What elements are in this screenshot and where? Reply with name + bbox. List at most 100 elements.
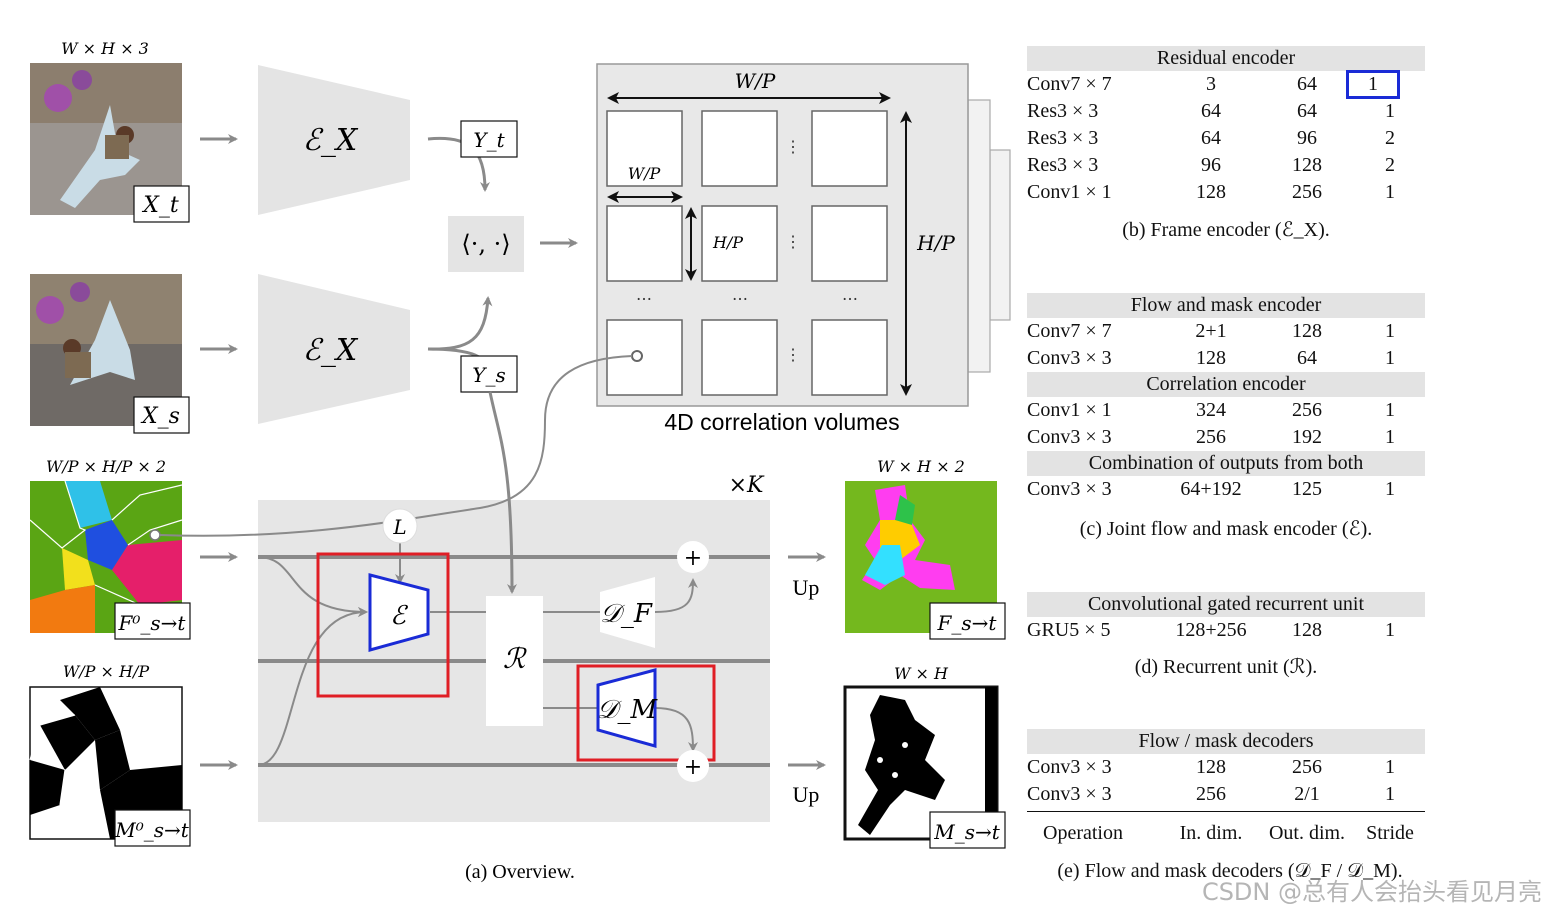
frame-encoder-table: Residual encoder Conv7 × 7 3 64 1 Res3 ×… <box>1027 46 1425 206</box>
dots-h-2: … <box>732 285 748 304</box>
table-row: Conv7 × 7 3 64 1 <box>1027 70 1425 99</box>
table-cell: Conv7 × 7 <box>1027 320 1112 342</box>
mask-init-dim-label: W/P × H/P <box>63 662 150 681</box>
mask-output-dim-label: W × H <box>894 664 949 683</box>
table-cell: 3 <box>1206 73 1216 95</box>
table-cell: 1 <box>1385 478 1395 500</box>
recurrent-title: Convolutional gated recurrent unit <box>1027 592 1425 617</box>
xs-label: X_s <box>140 404 180 429</box>
inner-product-box: ⟨·, ·⟩ <box>448 216 524 272</box>
lookup-label: L <box>392 515 406 539</box>
ys-label: Y_s <box>472 363 505 387</box>
table-row: Conv1 × 1 324 256 1 <box>1027 397 1425 424</box>
table-cell: Res3 × 3 <box>1027 154 1099 176</box>
overview-caption: (a) Overview. <box>465 861 575 883</box>
flow-init-label: F⁰_s→t <box>118 611 187 635</box>
table-row: Conv3 × 3 128 256 1 <box>1027 754 1425 781</box>
frame-encoder-top: ℰ_X <box>258 65 410 215</box>
mask-decoder-label: 𝒟_M <box>597 695 659 725</box>
table-row: Res3 × 3 96 128 2 <box>1027 152 1425 179</box>
table-cell: 324 <box>1196 399 1226 421</box>
repeat-k-label: ×K <box>729 473 765 498</box>
frame-encoder-title: Residual encoder <box>1027 46 1425 71</box>
yt-label: Y_t <box>473 128 505 152</box>
table-cell: 64 <box>1297 100 1317 122</box>
table-cell: 128 <box>1196 347 1226 369</box>
cell-height-label: H/P <box>712 233 743 252</box>
yt-box: Y_t <box>460 120 518 158</box>
decoders-caption: (e) Flow and mask decoders (𝒟_F / 𝒟_M). <box>1057 860 1403 882</box>
frame-encoder-caption: (b) Frame encoder (ℰ_X). <box>1122 219 1330 241</box>
table-cell: 96 <box>1201 154 1221 176</box>
table-cell: 2 <box>1385 154 1395 176</box>
table-cell: 1 <box>1385 756 1395 778</box>
table-cell: GRU5 × 5 <box>1027 619 1111 641</box>
table-cell: 1 <box>1385 347 1395 369</box>
column-header-row: Operation In. dim. Out. dim. Stride <box>1027 820 1425 847</box>
output-arrows <box>788 552 826 770</box>
column-header: Operation <box>1043 822 1123 844</box>
decoders-title: Flow / mask decoders <box>1027 729 1425 754</box>
table-row: Conv3 × 3 64+192 125 1 <box>1027 476 1425 503</box>
ys-box: Y_s <box>460 355 518 393</box>
mask-init-label: M⁰_s→t <box>114 818 190 842</box>
mask-init-image: W/P × H/P M⁰_s→t <box>29 662 191 847</box>
table-cell: 192 <box>1292 426 1322 448</box>
table-cell: 1 <box>1385 181 1395 203</box>
highlighted-stride-cell: 1 <box>1346 70 1400 99</box>
table-cell: 64 <box>1201 100 1221 122</box>
corr-caption: 4D correlation volumes <box>664 409 899 435</box>
recurrent-caption: (d) Recurrent unit (ℛ). <box>1134 656 1318 678</box>
table-cell: Conv3 × 3 <box>1027 347 1112 369</box>
table-row: Res3 × 3 64 96 2 <box>1027 125 1425 152</box>
xt-dim-label: W × H × 3 <box>61 39 149 58</box>
table-cell: Conv3 × 3 <box>1027 426 1112 448</box>
table-cell: Conv1 × 1 <box>1027 181 1112 203</box>
table-cell: Conv7 × 7 <box>1027 73 1112 95</box>
table-cell: 64 <box>1201 127 1221 149</box>
input-arrows <box>200 134 238 770</box>
table-cell: 256 <box>1292 399 1322 421</box>
table-cell: Res3 × 3 <box>1027 100 1099 122</box>
plus-bottom: + <box>684 755 702 780</box>
plus-top: + <box>684 546 702 571</box>
dots-h-1: … <box>636 285 652 304</box>
mask-output-label: M_s→t <box>933 820 1001 844</box>
table-cell: 256 <box>1292 756 1322 778</box>
frame-encoder-top-label: ℰ_X <box>303 123 359 158</box>
loop-panel: ×K L ℰ ℛ <box>159 355 770 822</box>
table-cell: 128 <box>1196 756 1226 778</box>
table-row: Conv3 × 3 128 64 1 <box>1027 345 1425 372</box>
inner-product-label: ⟨·, ·⟩ <box>461 230 510 258</box>
recurrent-label: ℛ <box>503 642 527 675</box>
xs-image: X_s <box>30 274 190 434</box>
table-cell: 125 <box>1292 478 1322 500</box>
table-cell: 1 <box>1385 320 1395 342</box>
corr-width-label: W/P <box>735 69 776 93</box>
table-row: GRU5 × 5 128+256 128 1 <box>1027 617 1425 644</box>
joint-encoder-label: ℰ <box>390 601 408 631</box>
dots-v-3: ⋮ <box>785 345 801 364</box>
flow-decoder-label: 𝒟_F <box>600 599 653 629</box>
table-row: Conv3 × 3 256 192 1 <box>1027 424 1425 451</box>
table-cell: 1 <box>1385 783 1395 805</box>
recurrent-unit-table: Convolutional gated recurrent unit GRU5 … <box>1027 592 1425 644</box>
table-cell: Res3 × 3 <box>1027 127 1099 149</box>
xt-image: W × H × 3 X_t <box>30 39 190 223</box>
frame-encoder-bottom-label: ℰ_X <box>303 333 359 368</box>
column-header: In. dim. <box>1179 822 1243 844</box>
table-cell: Conv3 × 3 <box>1027 756 1112 778</box>
up-bottom-label: Up <box>793 782 820 807</box>
watermark: CSDN @总有人会抬头看见月亮 <box>1201 878 1542 906</box>
flow-init-dim-label: W/P × H/P × 2 <box>46 457 166 476</box>
table-cell: 128 <box>1292 320 1322 342</box>
table-cell: 1 <box>1385 399 1395 421</box>
table-cell: 64+192 <box>1180 478 1242 500</box>
table-cell: 128 <box>1292 619 1322 641</box>
table-cell: 2/1 <box>1294 783 1320 805</box>
joint-section-title: Correlation encoder <box>1027 372 1425 397</box>
cell-width-label: W/P <box>628 164 661 183</box>
table-row: Res3 × 3 64 64 1 <box>1027 98 1425 125</box>
mask-output-image: W × H M_s→t <box>843 664 1006 849</box>
flow-init-image: W/P × H/P × 2 F⁰_s→t <box>29 457 191 640</box>
